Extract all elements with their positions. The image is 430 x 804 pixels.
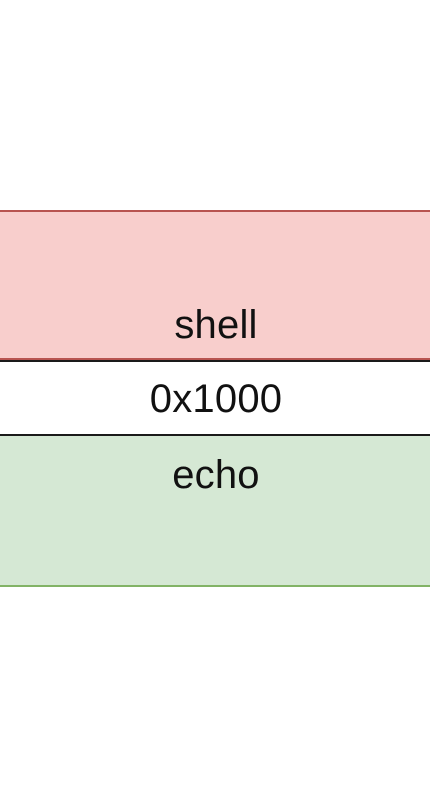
address-label: 0x1000 — [149, 377, 283, 421]
echo-segment: echo — [0, 436, 430, 587]
address-boundary: 0x1000 — [0, 360, 430, 436]
shell-label: shell — [174, 303, 258, 347]
echo-label: echo — [172, 453, 260, 497]
shell-segment: shell — [0, 210, 430, 360]
